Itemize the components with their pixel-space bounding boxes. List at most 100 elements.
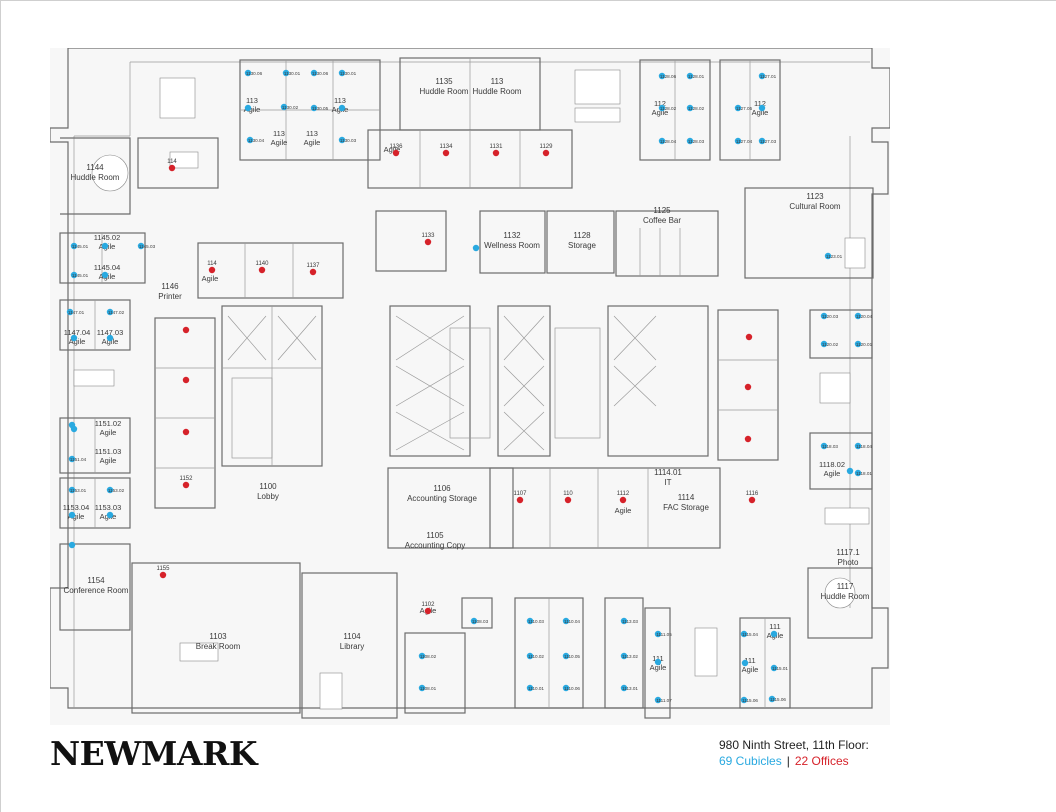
south-center-block [131, 467, 721, 719]
east-office-block [717, 309, 873, 525]
room-label-huddle-1117: Huddle Room [821, 592, 870, 601]
zone-label-agile-1153-04: Agile [68, 512, 85, 521]
office-marker-o1133 [424, 238, 432, 246]
office-label-o1116: 1116 [746, 491, 759, 497]
office-marker-o1134 [442, 149, 450, 157]
cubicle-label-c47: 1110.04 [564, 619, 580, 624]
office-marker-o-e3 [744, 435, 752, 443]
office-marker-o-a2 [258, 266, 266, 274]
office-marker-o-e1 [745, 333, 753, 341]
zone-label-agile-ne-2: Agile [752, 108, 769, 117]
zone-label-agile-1153-04: 1153.04 [63, 503, 90, 512]
frame-top-border [0, 0, 1056, 1]
zone-label-agile-ne-2: 112 [754, 99, 766, 108]
zone-label-agile-ne-1: Agile [652, 108, 669, 117]
cubicle-label-c39: 1120.01 [856, 342, 873, 347]
zone-label-agile-nw-1: 113 [246, 96, 258, 105]
cubicle-marker-c27 [70, 334, 78, 342]
cubicle-label-c12: 1128.01 [688, 74, 705, 79]
zone-label-agile-ne-1: 112 [654, 99, 666, 108]
cubicle-marker-c43 [470, 617, 478, 625]
zone-label-agile-se-1: 111 [769, 622, 780, 631]
cubicle-marker-c68 [472, 244, 480, 252]
cubicle-marker-c26 [106, 308, 114, 316]
cubicle-marker-c53 [620, 652, 628, 660]
room-label-coffee-1125: Coffee Bar [643, 216, 681, 225]
cubicle-marker-c60 [740, 696, 748, 704]
zone-label-agile-1145-02: 1145.02 [94, 233, 121, 242]
cubicle-label-c60: 1115.06 [742, 698, 758, 703]
cubicle-marker-c5 [280, 103, 288, 111]
cubicle-marker-c23 [137, 242, 145, 250]
room-label-wellness-1132: 1132 [503, 231, 521, 240]
cubicle-marker-c40 [820, 442, 828, 450]
zone-label-agile-1151-03: Agile [100, 456, 117, 465]
cubicle-marker-c58 [740, 630, 748, 638]
room-label-huddle-113x: Huddle Room [473, 87, 522, 96]
cubicle-label-c38: 1120.02 [822, 342, 839, 347]
cubicle-label-c48: 1110.02 [528, 654, 544, 659]
cubicle-marker-c39 [854, 340, 862, 348]
address-line: 980 Ninth Street, 11th Floor: [719, 738, 869, 752]
room-label-huddle-113x: 113 [491, 77, 504, 86]
room-label-fac-1114: FAC Storage [663, 503, 709, 512]
office-marker-o-nw [168, 164, 176, 172]
cubicle-marker-c42 [854, 469, 862, 477]
cubicle-label-c29: 1151.04 [70, 457, 87, 462]
room-label-storage-1128: 1128 [573, 231, 591, 240]
room-label-huddle-1117: 1117 [837, 582, 854, 591]
zone-label-agile-1147-04: 1147.04 [64, 328, 91, 337]
count-separator: | [786, 754, 790, 768]
room-label-photo-1117: 1117.1 [836, 548, 860, 557]
building-core [221, 305, 709, 467]
room-label-lobby-1100: 1100 [259, 482, 277, 491]
cubicle-marker-c29 [68, 455, 76, 463]
zone-label-agile-1151-02: Agile [100, 428, 117, 437]
zone-label-agile-nw-1: Agile [244, 105, 261, 114]
room-label-wellness-1132: Wellness Room [484, 241, 540, 250]
cubicle-marker-c64 [101, 242, 109, 250]
newmark-logo: NEWMARK [50, 734, 258, 773]
cubicle-marker-c57 [654, 696, 662, 704]
office-label-o-a1: 114 [207, 261, 217, 267]
office-marker-o-a1 [208, 266, 216, 274]
cubicle-label-c62: 1115.01 [772, 666, 788, 671]
room-label-conference-1154: 1154 [87, 576, 105, 585]
cubicle-label-c17: 1127.01 [760, 74, 777, 79]
cubicle-marker-c36 [820, 312, 828, 320]
cubicle-label-c5: 1130.02 [282, 105, 299, 110]
room-label-it-1114: IT [664, 478, 671, 487]
cubicle-label-c13: 1128.02 [660, 106, 677, 111]
west-cubicle-blocks [59, 232, 146, 631]
cubicle-label-c6: 1130.05 [312, 106, 329, 111]
cubicle-marker-c31 [68, 486, 76, 494]
cubicle-label-c58: 1115.04 [742, 632, 758, 637]
cubicle-marker-c16 [686, 137, 694, 145]
office-label-o-a2: 1140 [256, 261, 270, 267]
zone-label-agile-nw-3: 113 [273, 129, 285, 138]
cubicle-marker-c67 [68, 541, 76, 549]
zone-label-agile-1118-02: 1118.02 [819, 460, 845, 469]
cubicle-marker-c59 [741, 659, 749, 667]
room-label-photo-1117: Photo [838, 558, 859, 567]
zone-label-agile-1153-03: 1153.03 [95, 503, 122, 512]
cubicle-label-c55: 1111.05 [656, 632, 672, 637]
cubicle-marker-c37 [854, 312, 862, 320]
office-marker-o1131 [492, 149, 500, 157]
cubicle-label-c37: 1120.04 [856, 314, 873, 319]
zone-label-agile-se-3: Agile [650, 663, 667, 672]
cubicle-marker-c28 [106, 334, 114, 342]
room-label-acct-copy-1105: 1105 [426, 531, 444, 540]
cubicle-label-c3: 1130.06 [312, 71, 329, 76]
office-marker-o1129 [542, 149, 550, 157]
office-label-o1133: 1133 [422, 233, 436, 239]
room-label-cultural-1123: Cultural Room [789, 202, 840, 211]
northwest-zone [60, 137, 219, 215]
cubicle-label-c36: 1120.03 [822, 314, 839, 319]
cubicle-marker-c34 [106, 511, 114, 519]
room-label-cultural-1123: 1123 [806, 192, 824, 201]
office-marker-o-e2 [744, 383, 752, 391]
